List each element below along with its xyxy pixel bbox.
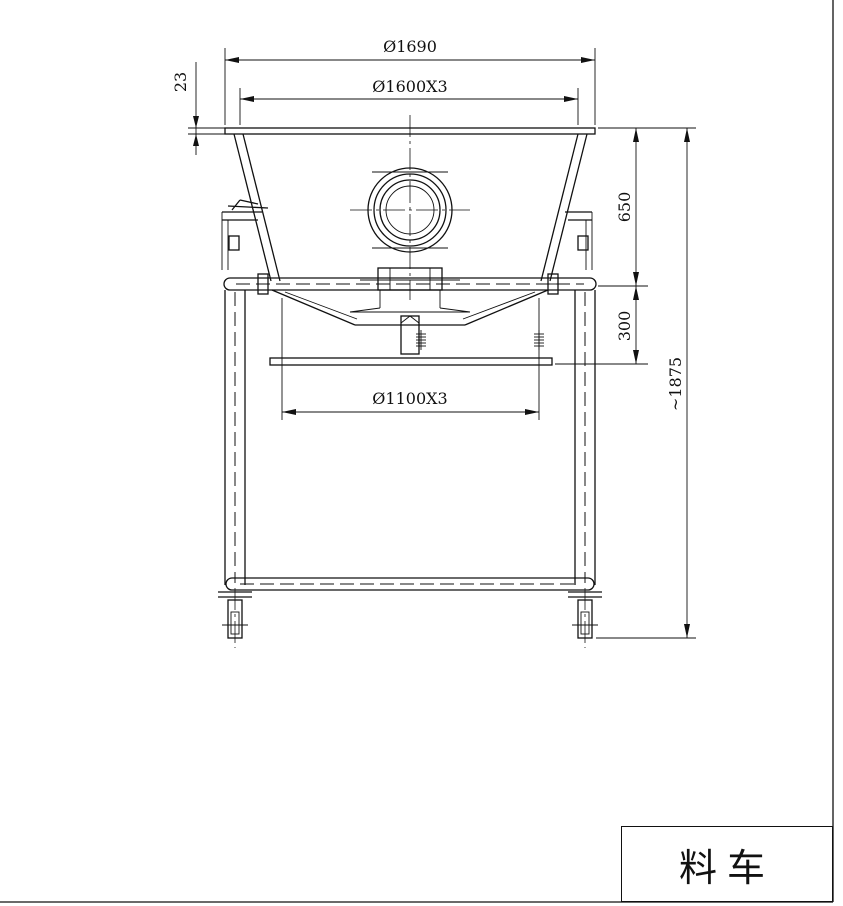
- spring-left: [416, 330, 426, 350]
- dim-rim-thickness-label: 23: [171, 72, 190, 92]
- dim-screen-diameter: Ø1100X3: [281, 298, 540, 420]
- dim-rim-diameter: Ø1600X3: [239, 77, 579, 125]
- discharge-cone: [271, 289, 549, 355]
- dim-outer-diameter-label: Ø1690: [383, 37, 437, 56]
- right-clamp: [565, 211, 593, 270]
- inlet-port: [350, 167, 470, 253]
- spring-right: [534, 330, 544, 350]
- dim-total-height: ~1875: [596, 127, 696, 639]
- dim-total-height-label: ~1875: [666, 357, 685, 411]
- frame-bottom-bar: [225, 577, 595, 591]
- dim-hopper-height: 650: [598, 127, 648, 287]
- dim-hopper-height-label: 650: [615, 192, 634, 223]
- dim-outer-diameter: Ø1690: [224, 37, 596, 125]
- hopper: [224, 115, 596, 300]
- dim-cone-height: 300: [555, 286, 648, 365]
- frame-top-bar: [223, 267, 597, 295]
- frame-right-leg: [574, 290, 596, 585]
- drawing-title: 料车: [678, 845, 775, 890]
- caster-right: [568, 588, 602, 648]
- caster-left: [218, 588, 252, 648]
- frame-left-leg: [224, 290, 246, 585]
- dim-screen-diameter-label: Ø1100X3: [372, 389, 447, 408]
- left-clamp: [221, 199, 269, 270]
- dim-rim-diameter-label: Ø1600X3: [372, 77, 447, 96]
- screen-plate: [269, 357, 553, 366]
- dim-cone-height-label: 300: [615, 311, 634, 342]
- dim-rim-thickness: 23: [171, 62, 225, 155]
- title-block: 料车: [621, 826, 833, 902]
